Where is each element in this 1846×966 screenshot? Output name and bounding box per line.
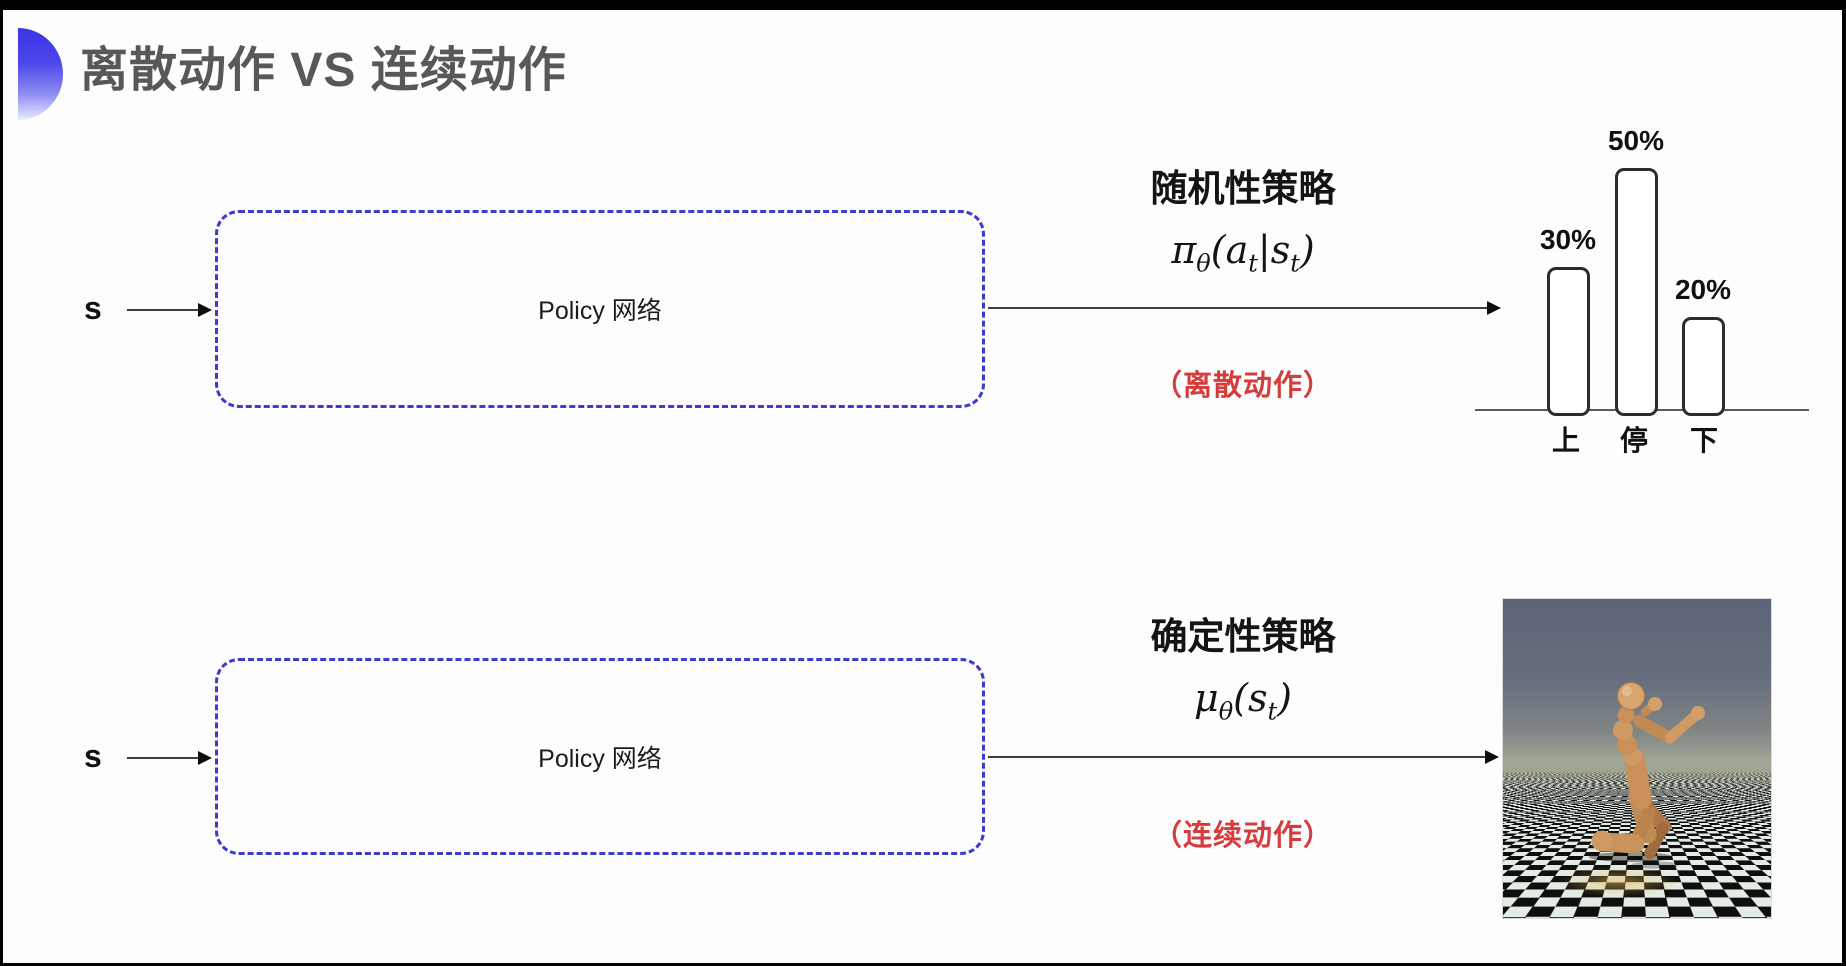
arrow-state-to-policy-top bbox=[127, 303, 212, 317]
humanoid-robot-image bbox=[1502, 598, 1772, 919]
chart-column-down: 20% bbox=[1670, 274, 1736, 416]
state-label-top: s bbox=[84, 290, 102, 326]
screen-edge-right bbox=[1842, 0, 1846, 966]
prob-label-stop: 50% bbox=[1607, 125, 1665, 156]
prob-bar-down bbox=[1681, 317, 1725, 416]
axis-label-up: 上 bbox=[1551, 425, 1580, 456]
chart-column-up: 30% bbox=[1535, 224, 1601, 416]
slide-title: 离散动作 VS 连续动作 bbox=[80, 44, 567, 97]
action-probability-chart: 30% 50% 20% 上 停 下 bbox=[1475, 105, 1809, 465]
screen-edge-top bbox=[0, 0, 1846, 10]
continuous-action-note: （连续动作） bbox=[1152, 820, 1333, 852]
sky-background bbox=[1503, 599, 1771, 759]
chart-column-stop: 50% bbox=[1603, 125, 1669, 416]
screen-edge-bottom bbox=[0, 963, 1846, 966]
axis-label-down: 下 bbox=[1689, 425, 1718, 456]
policy-network-box-top: Policy 网络 bbox=[215, 210, 985, 408]
arrow-policy-to-output-top bbox=[988, 301, 1501, 315]
stochastic-policy-formula: πθ(at|st) bbox=[1171, 228, 1315, 278]
policy-network-box-bottom: Policy 网络 bbox=[215, 658, 985, 855]
title-bullet-decoration bbox=[18, 28, 63, 120]
policy-box-label-bottom: Policy 网络 bbox=[538, 744, 662, 773]
prob-bar-stop bbox=[1614, 168, 1658, 416]
prob-bar-up bbox=[1546, 267, 1590, 416]
floor-reflection-glow bbox=[1555, 867, 1681, 897]
humanoid-robot bbox=[1589, 682, 1705, 869]
stochastic-policy-title: 随机性策略 bbox=[1150, 168, 1336, 209]
discrete-action-note: （离散动作） bbox=[1152, 370, 1333, 402]
arrow-state-to-policy-bottom bbox=[127, 751, 212, 765]
deterministic-policy-formula: μθ(st) bbox=[1194, 676, 1292, 726]
policy-box-label-top: Policy 网络 bbox=[538, 297, 662, 325]
screen-edge-left bbox=[0, 0, 3, 966]
axis-label-stop: 停 bbox=[1619, 425, 1648, 456]
deterministic-policy-title: 确定性策略 bbox=[1150, 616, 1336, 657]
state-label-bottom: s bbox=[84, 738, 102, 774]
arrow-policy-to-output-bottom bbox=[988, 750, 1499, 764]
prob-label-up: 30% bbox=[1539, 224, 1597, 255]
prob-label-down: 20% bbox=[1674, 274, 1732, 305]
